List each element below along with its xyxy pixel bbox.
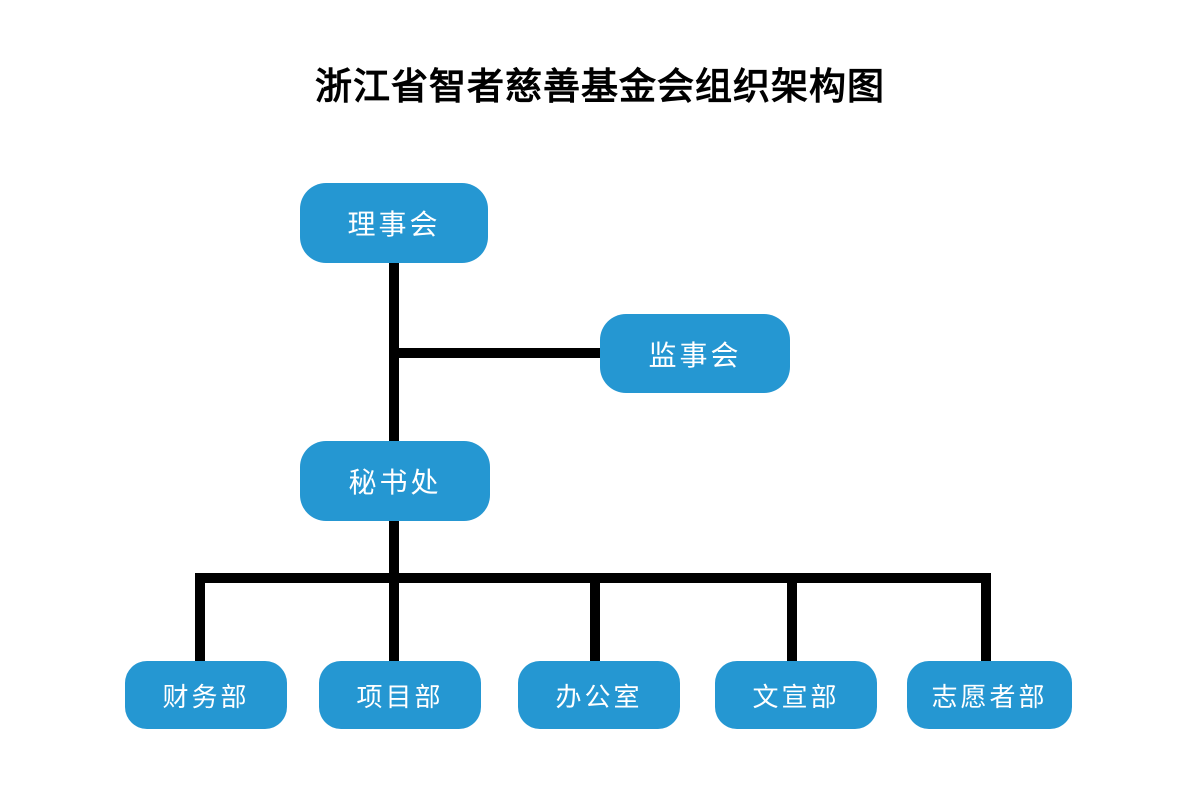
connector-drop-publicity bbox=[787, 577, 797, 663]
connector-drop-volunteers bbox=[981, 577, 991, 663]
node-dept-finance: 财务部 bbox=[125, 661, 287, 729]
node-dept-projects: 项目部 bbox=[319, 661, 481, 729]
node-board-of-supervisors: 监事会 bbox=[600, 314, 790, 393]
connector-drop-finance bbox=[195, 577, 205, 663]
connector-branch-to-supervisors bbox=[394, 348, 602, 358]
node-dept-office: 办公室 bbox=[518, 661, 680, 729]
node-dept-publicity: 文宣部 bbox=[715, 661, 877, 729]
node-dept-volunteers: 志愿者部 bbox=[907, 661, 1072, 729]
node-board-of-directors: 理事会 bbox=[300, 183, 488, 263]
page-title: 浙江省智者慈善基金会组织架构图 bbox=[315, 66, 885, 107]
connector-drop-office bbox=[590, 577, 600, 663]
node-secretariat: 秘书处 bbox=[300, 441, 490, 521]
connector-secretariat-down bbox=[389, 519, 399, 581]
connector-drop-projects bbox=[389, 577, 399, 663]
